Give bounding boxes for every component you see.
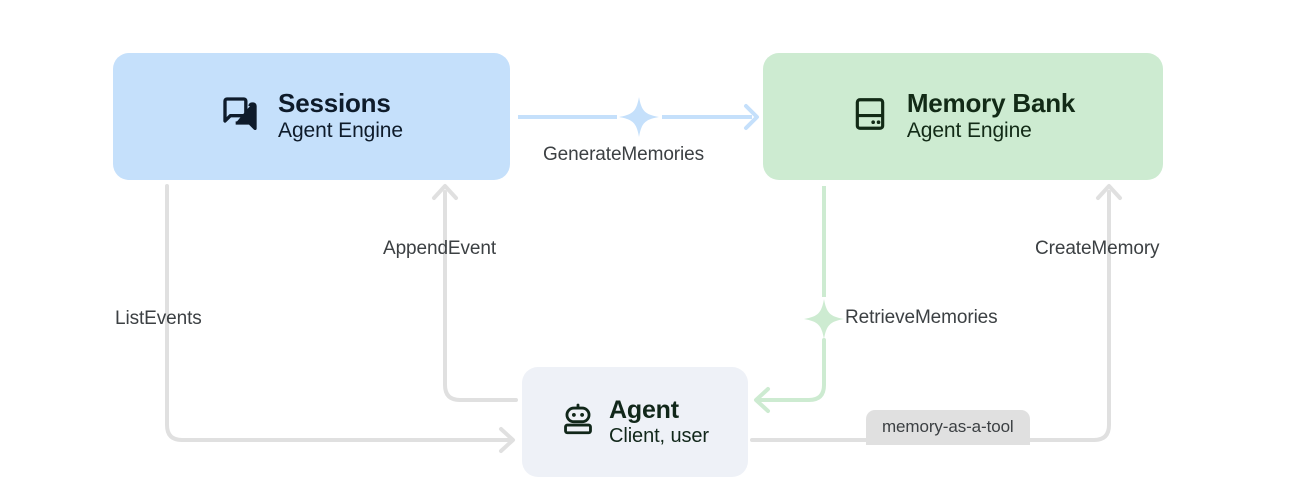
node-agent[interactable]: Agent Client, user	[522, 367, 748, 477]
edge-label-list-events: ListEvents	[115, 308, 202, 329]
edge-label-create-memory: CreateMemory	[1035, 238, 1160, 259]
node-agent-title: Agent	[609, 396, 679, 425]
edge-create-memory	[750, 184, 1122, 442]
edge-label-retrieve-memories: RetrieveMemories	[845, 307, 998, 328]
node-sessions-title: Sessions	[278, 88, 391, 119]
node-memory-bank-title: Memory Bank	[906, 88, 1076, 119]
edge-retrieve-memories	[754, 186, 844, 413]
edge-append-event	[432, 184, 518, 402]
chat-bubbles-icon	[220, 94, 260, 139]
robot-smart-toy-icon	[561, 403, 595, 442]
database-storage-icon	[851, 95, 889, 138]
edge-list-events	[165, 184, 515, 453]
node-memory-bank-subtitle: Agent Engine	[906, 119, 1032, 143]
node-agent-subtitle: Client, user	[609, 424, 709, 447]
sparkle-icon-generate-memories	[619, 97, 659, 137]
sparkle-icon-retrieve-memories	[804, 299, 844, 339]
node-memory-bank[interactable]: Memory Bank Agent Engine	[763, 53, 1163, 180]
edge-label-append-event: AppendEvent	[383, 238, 496, 259]
edge-generate-memories	[518, 97, 759, 137]
badge-memory-as-a-tool: memory-as-a-tool	[866, 410, 1030, 445]
edge-label-generate-memories: GenerateMemories	[543, 144, 705, 165]
node-sessions[interactable]: Sessions Agent Engine	[113, 53, 510, 180]
node-sessions-subtitle: Agent Engine	[278, 119, 403, 143]
